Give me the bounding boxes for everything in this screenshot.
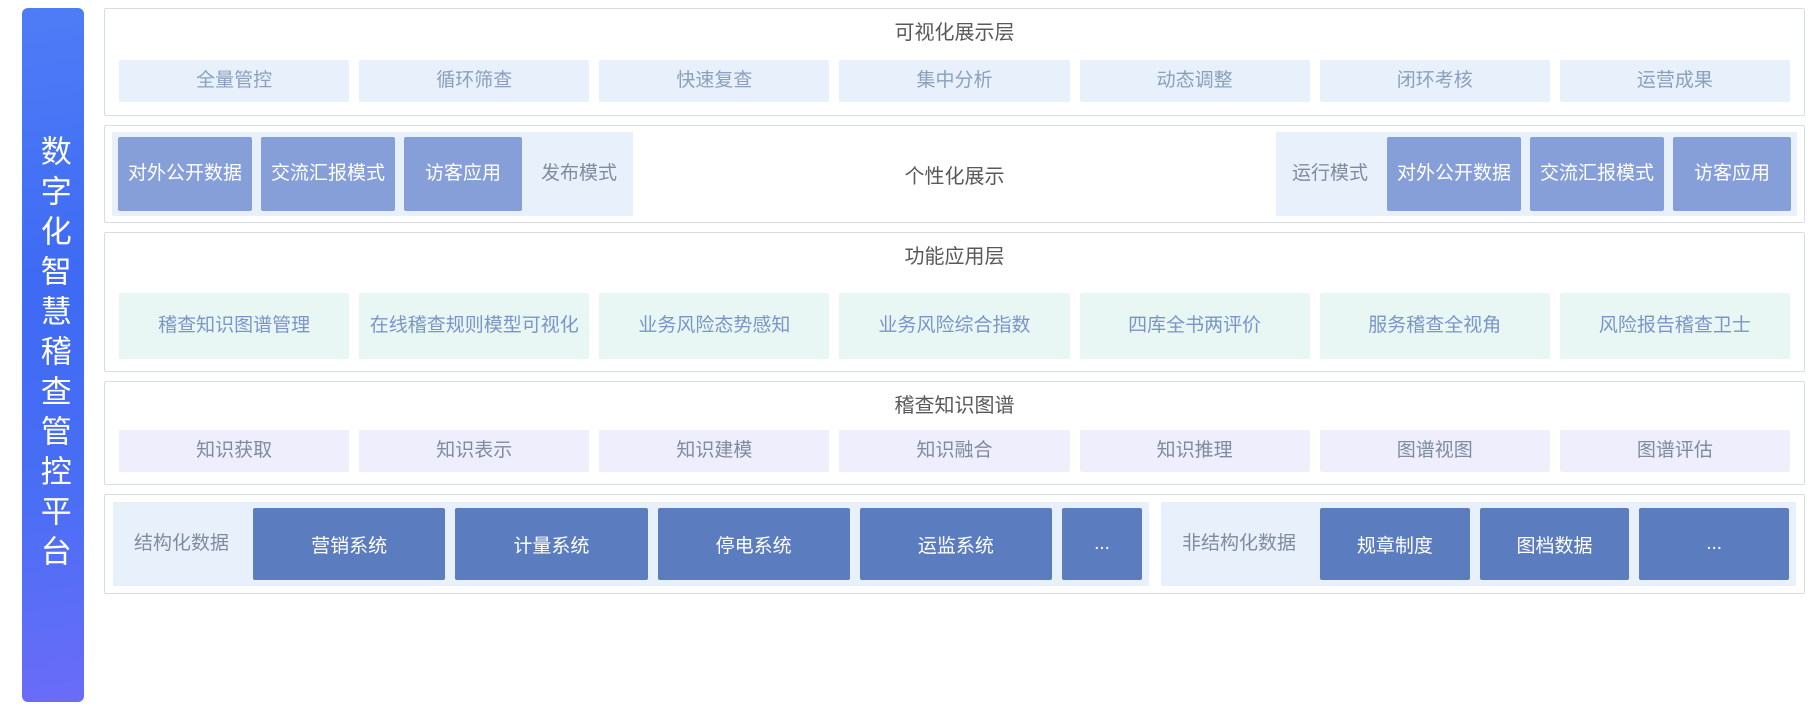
- kg-item-0[interactable]: 知识获取: [119, 430, 350, 472]
- func-item-6[interactable]: 风险报告稽查卫士: [1559, 293, 1790, 359]
- unstructured-data-label: 非结构化数据: [1182, 533, 1297, 555]
- layer-functional: 功能应用层 稽查知识图谱管理 在线稽查规则模型可视化 业务风险态势感知 业务风险…: [104, 232, 1805, 372]
- layer-visualization: 可视化展示层 全量管控 循环筛查 快速复查 集中分析 动态调整 闭环考核 运营成…: [104, 8, 1805, 116]
- layer-knowledge-graph: 稽查知识图谱 知识获取 知识表示 知识建模 知识融合 知识推理 图谱视图 图谱评…: [104, 381, 1805, 485]
- personalized-right-group: 运行模式 对外公开数据 交流汇报模式 访客应用: [1275, 132, 1797, 216]
- structured-item-more[interactable]: ...: [1062, 508, 1143, 580]
- func-item-2[interactable]: 业务风险态势感知: [599, 293, 830, 359]
- vis-item-6[interactable]: 运营成果: [1559, 60, 1790, 102]
- personalized-right-item-0[interactable]: 运行模式: [1291, 163, 1368, 185]
- personalized-right-item-1[interactable]: 对外公开数据: [1386, 137, 1521, 211]
- kg-item-6[interactable]: 图谱评估: [1559, 430, 1790, 472]
- data-group-structured: 结构化数据 营销系统 计量系统 停电系统 运监系统 ...: [113, 502, 1149, 586]
- layer-knowledge-graph-title: 稽查知识图谱: [894, 395, 1015, 417]
- personalized-left-group: 对外公开数据 交流汇报模式 访客应用 发布模式: [112, 132, 634, 216]
- data-sources-band: 结构化数据 营销系统 计量系统 停电系统 运监系统 ... 非结构化数据 规章制…: [105, 495, 1804, 593]
- kg-item-3[interactable]: 知识融合: [839, 430, 1070, 472]
- func-item-4[interactable]: 四库全书两评价: [1079, 293, 1310, 359]
- unstructured-item-0[interactable]: 规章制度: [1320, 508, 1470, 580]
- layer-personalized-title: 个性化展示: [633, 132, 1276, 216]
- func-item-0[interactable]: 稽查知识图谱管理: [119, 293, 350, 359]
- layer-visualization-items: 全量管控 循环筛查 快速复查 集中分析 动态调整 闭环考核 运营成果: [105, 60, 1804, 115]
- personalized-left-item-2[interactable]: 访客应用: [404, 137, 523, 211]
- personalized-right-item-3[interactable]: 访客应用: [1673, 137, 1791, 211]
- layer-functional-items: 稽查知识图谱管理 在线稽查规则模型可视化 业务风险态势感知 业务风险综合指数 四…: [105, 293, 1804, 371]
- func-item-1[interactable]: 在线稽查规则模型可视化: [359, 293, 590, 359]
- kg-item-2[interactable]: 知识建模: [599, 430, 830, 472]
- vis-item-0[interactable]: 全量管控: [119, 60, 350, 102]
- personalized-left-item-1[interactable]: 交流汇报模式: [261, 137, 396, 211]
- personalized-left-item-3[interactable]: 发布模式: [541, 163, 618, 185]
- layer-visualization-title: 可视化展示层: [894, 22, 1015, 44]
- vis-item-2[interactable]: 快速复查: [599, 60, 830, 102]
- platform-title-bar: 数字化智慧稽查管控平台: [22, 8, 84, 702]
- personalized-right-item-2[interactable]: 交流汇报模式: [1529, 137, 1664, 211]
- layer-data-sources: 结构化数据 营销系统 计量系统 停电系统 运监系统 ... 非结构化数据 规章制…: [104, 494, 1805, 594]
- kg-item-5[interactable]: 图谱视图: [1319, 430, 1550, 472]
- platform-title: 数字化智慧稽查管控平台: [35, 135, 71, 575]
- vis-item-1[interactable]: 循环筛查: [359, 60, 590, 102]
- layer-knowledge-graph-items: 知识获取 知识表示 知识建模 知识融合 知识推理 图谱视图 图谱评估: [105, 430, 1804, 484]
- structured-item-1[interactable]: 计量系统: [455, 508, 648, 580]
- func-item-3[interactable]: 业务风险综合指数: [839, 293, 1070, 359]
- structured-item-3[interactable]: 运监系统: [859, 508, 1053, 580]
- layer-stack: 可视化展示层 全量管控 循环筛查 快速复查 集中分析 动态调整 闭环考核 运营成…: [104, 8, 1805, 702]
- func-item-5[interactable]: 服务稽查全视角: [1319, 293, 1550, 359]
- personalized-left-item-0[interactable]: 对外公开数据: [118, 137, 253, 211]
- layer-functional-title: 功能应用层: [904, 246, 1005, 268]
- structured-data-label: 结构化数据: [134, 533, 230, 555]
- structured-item-0[interactable]: 营销系统: [253, 508, 446, 580]
- data-group-unstructured: 非结构化数据 规章制度 图档数据 ...: [1161, 502, 1796, 586]
- kg-item-4[interactable]: 知识推理: [1079, 430, 1310, 472]
- kg-item-1[interactable]: 知识表示: [359, 430, 590, 472]
- vis-item-3[interactable]: 集中分析: [839, 60, 1070, 102]
- layer-personalized: 对外公开数据 交流汇报模式 访客应用 发布模式 个性化展示 运行模式 对外公开数…: [104, 125, 1805, 223]
- unstructured-item-1[interactable]: 图档数据: [1479, 508, 1630, 580]
- vis-item-4[interactable]: 动态调整: [1079, 60, 1310, 102]
- personalized-band: 对外公开数据 交流汇报模式 访客应用 发布模式 个性化展示 运行模式 对外公开数…: [105, 126, 1804, 222]
- unstructured-item-more[interactable]: ...: [1639, 508, 1789, 580]
- structured-item-2[interactable]: 停电系统: [657, 508, 850, 580]
- vis-item-5[interactable]: 闭环考核: [1319, 60, 1550, 102]
